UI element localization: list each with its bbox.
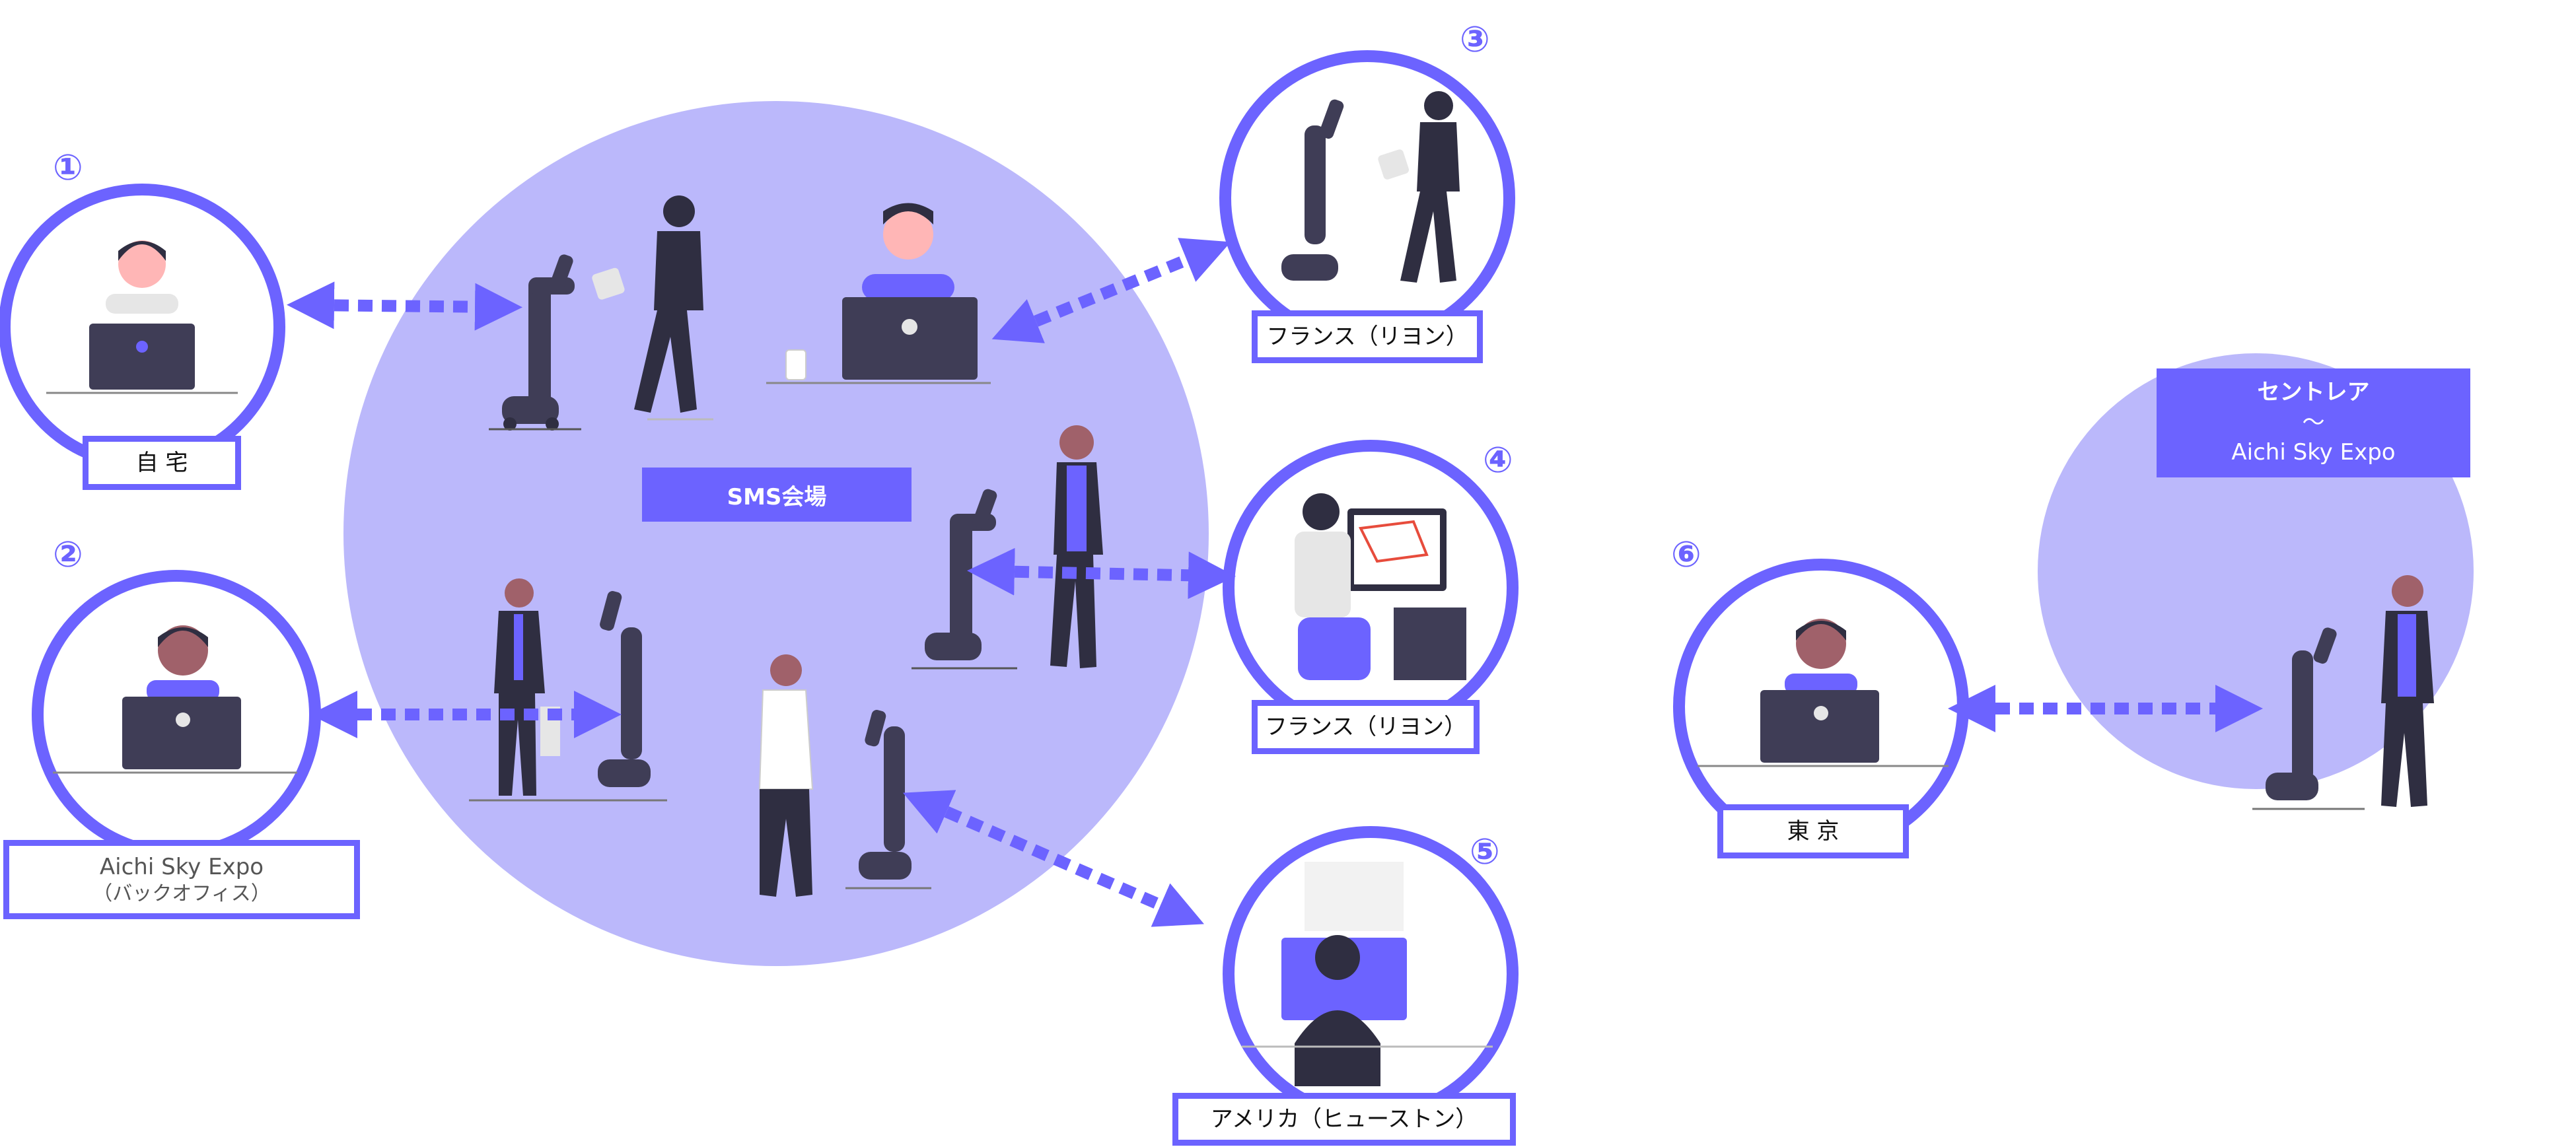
link-site-1-arrow [287, 281, 522, 331]
site-6-label: 東 京 [1717, 804, 1909, 858]
expo-man-icon [2381, 575, 2434, 807]
venue-laptop-user-icon [766, 203, 991, 384]
site-4-label: フランス（リヨン） [1252, 700, 1480, 754]
venue-man-casual-icon [758, 654, 814, 897]
site-5-number: ⑤ [1470, 831, 1500, 872]
site-2-circle [32, 570, 321, 859]
link-site-3-arrow [991, 238, 1231, 343]
site-2-label: Aichi Sky Expo （バックオフィス） [3, 840, 360, 919]
venue-robot-1-icon [489, 254, 581, 431]
site-4-number: ④ [1483, 439, 1513, 481]
site-3-circle [1219, 50, 1515, 346]
site-4-circle [1223, 440, 1519, 736]
site-3-number: ③ [1460, 18, 1490, 60]
venue-label: SMS会場 [642, 468, 912, 522]
venue-robot-3-icon [598, 591, 651, 787]
site-6-number: ⑥ [1671, 534, 1701, 575]
expo-box: セントレア ～ Aichi Sky Expo [2157, 368, 2470, 477]
link-site-4-arrow [967, 547, 1236, 600]
site-5-circle [1223, 826, 1519, 1122]
site-5-label: アメリカ（ヒューストン） [1172, 1093, 1516, 1146]
site-3-label: フランス（リヨン） [1252, 310, 1483, 363]
expo-robot-icon [2252, 627, 2365, 810]
site-1-label: 自 宅 [83, 436, 241, 490]
site-1-circle [0, 184, 285, 470]
venue-robot-2-icon [912, 489, 1017, 670]
venue-robot-4-icon [845, 710, 931, 889]
venue-woman-figure-icon [592, 195, 713, 421]
site-2-number: ② [53, 534, 83, 575]
site-1-number: ① [53, 147, 83, 188]
